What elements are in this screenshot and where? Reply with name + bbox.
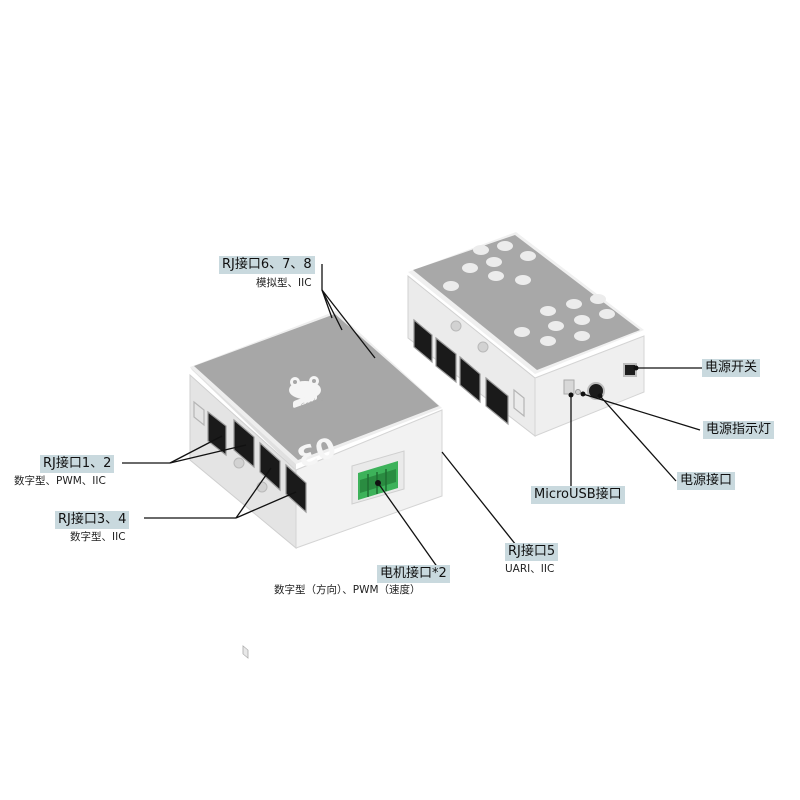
label-rj12-sub: 数字型、PWM、IIC <box>14 475 106 487</box>
label-rj12: RJ接口1、2 <box>40 455 115 473</box>
callout-dots <box>375 365 639 486</box>
label-rj5-sub: UARI、IIC <box>505 563 555 575</box>
label-rj34: RJ接口3、4 <box>55 511 130 529</box>
label-rj678-sub: 模拟型、IIC <box>256 277 312 289</box>
label-motor: 电机接口*2 <box>377 565 450 583</box>
label-power-switch: 电源开关 <box>702 359 761 377</box>
label-power-port: 电源接口 <box>677 472 736 490</box>
label-rj5: RJ接口5 <box>505 543 559 561</box>
label-power-led: 电源指示灯 <box>703 421 775 439</box>
label-micro-usb: MicroUSB接口 <box>531 486 625 504</box>
callout-lines <box>122 264 702 569</box>
power-led <box>575 389 581 395</box>
logo-robot-icon <box>289 376 321 408</box>
power-switch <box>623 363 637 377</box>
label-motor-sub: 数字型（方向）、PWM（速度） <box>274 584 421 596</box>
right-rj-ports <box>413 318 509 426</box>
micro-usb-port <box>563 379 575 395</box>
label-rj678: RJ接口6、7、8 <box>219 256 315 274</box>
label-rj34-sub: 数字型、IIC <box>70 531 126 543</box>
left-rj-ports <box>207 410 307 514</box>
right-controller-box <box>407 232 645 438</box>
left-controller-box: Goodao 03 <box>189 311 443 659</box>
top-mounting-holes <box>443 241 615 346</box>
